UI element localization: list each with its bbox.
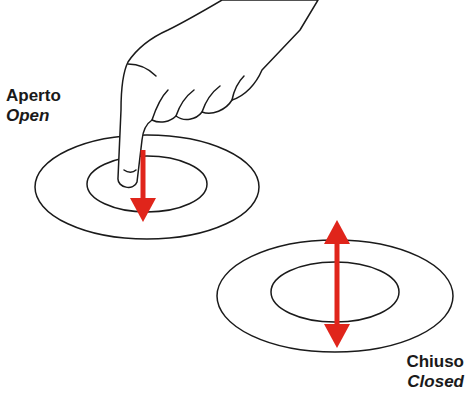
- travel-arrow: [324, 220, 350, 348]
- state-label-translation: Open: [6, 106, 49, 126]
- valve-rim: [35, 135, 259, 239]
- state-label-translation: Closed: [407, 372, 464, 392]
- valve-rim: [217, 240, 453, 352]
- state-label: Chiuso: [406, 352, 464, 372]
- pressing-hand: [118, 0, 318, 187]
- state-label: Aperto: [6, 86, 61, 106]
- press-arrow: [130, 150, 156, 222]
